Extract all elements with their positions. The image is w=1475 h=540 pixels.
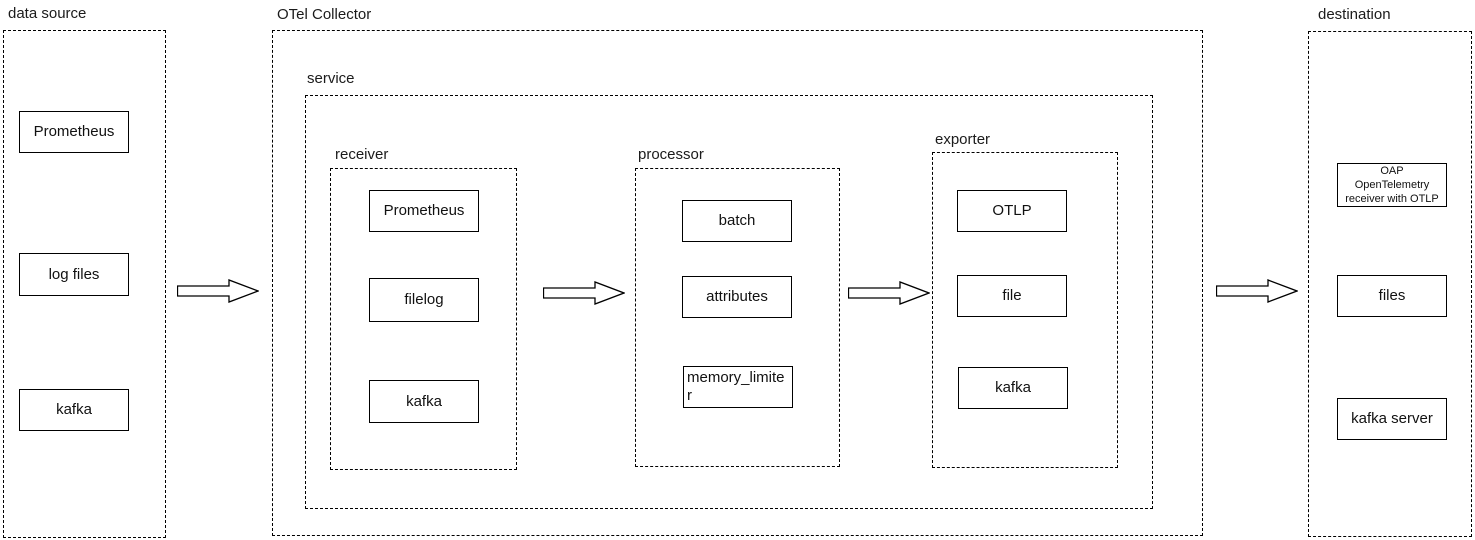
node-memory-limiter-processor: memory_limiter bbox=[683, 366, 793, 408]
processor-label: processor bbox=[638, 146, 704, 163]
node-prometheus-source: Prometheus bbox=[19, 111, 129, 153]
exporter-label: exporter bbox=[935, 131, 991, 148]
receiver-label: receiver bbox=[335, 146, 389, 163]
processor-group bbox=[635, 168, 840, 467]
right-arrow-icon bbox=[1216, 279, 1298, 303]
otel-collector-label: OTel Collector bbox=[277, 6, 372, 23]
arrow-source-to-collector bbox=[177, 279, 259, 303]
node-kafka-source: kafka bbox=[19, 389, 129, 431]
otel-collector-group bbox=[272, 30, 1203, 536]
node-kafka-exporter: kafka bbox=[958, 367, 1068, 409]
service-group bbox=[305, 95, 1153, 509]
receiver-group bbox=[330, 168, 517, 470]
node-oap-destination: OAP OpenTelemetry receiver with OTLP bbox=[1337, 163, 1447, 207]
node-otlp-exporter: OTLP bbox=[957, 190, 1067, 232]
node-prometheus-receiver: Prometheus bbox=[369, 190, 479, 232]
node-filelog-receiver: filelog bbox=[369, 278, 479, 322]
right-arrow-icon bbox=[848, 281, 930, 305]
arrow-processor-to-exporter bbox=[848, 281, 930, 305]
data-source-group bbox=[3, 30, 166, 538]
node-batch-processor: batch bbox=[682, 200, 792, 242]
node-files-destination: files bbox=[1337, 275, 1447, 317]
destination-group bbox=[1308, 31, 1472, 537]
node-kafka-receiver: kafka bbox=[369, 380, 479, 423]
exporter-group bbox=[932, 152, 1118, 468]
right-arrow-icon bbox=[177, 279, 259, 303]
node-kafka-server-destination: kafka server bbox=[1337, 398, 1447, 440]
right-arrow-icon bbox=[543, 281, 625, 305]
data-source-label: data source bbox=[8, 5, 87, 22]
node-log-files-source: log files bbox=[19, 253, 129, 296]
arrow-receiver-to-processor bbox=[543, 281, 625, 305]
node-file-exporter: file bbox=[957, 275, 1067, 317]
destination-label: destination bbox=[1318, 6, 1391, 23]
arrow-collector-to-destination bbox=[1216, 279, 1298, 303]
service-label: service bbox=[307, 70, 355, 87]
node-attributes-processor: attributes bbox=[682, 276, 792, 318]
